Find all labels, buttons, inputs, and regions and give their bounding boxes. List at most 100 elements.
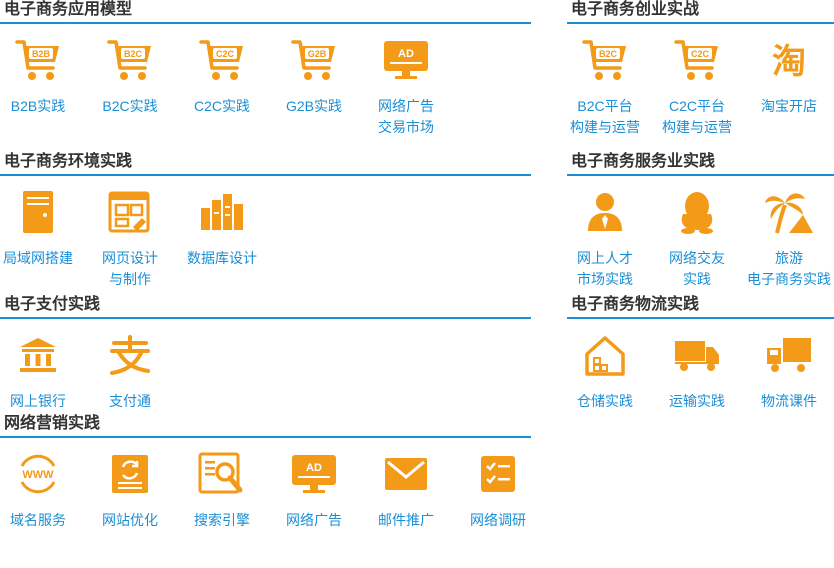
penguin-icon-graphic — [681, 192, 713, 234]
ad-monitor-icon: AD — [268, 448, 360, 500]
item-logistics-0[interactable]: 仓储实践 — [559, 329, 651, 412]
item-label: 网络交友 实践 — [669, 250, 725, 287]
webpage-design-icon — [84, 186, 176, 238]
svg-text:AD: AD — [398, 48, 414, 60]
item-label: 域名服务 — [10, 512, 66, 528]
survey-icon-graphic — [481, 456, 515, 492]
item-label: 网上银行 — [10, 393, 66, 409]
item-model-3[interactable]: G2B G2B实践 — [268, 34, 360, 117]
item-list: 网上人才 市场实践 网络交友 实践 旅游 电子商务实践 — [567, 176, 834, 306]
server-icon-graphic — [23, 191, 53, 233]
item-label: 搜索引擎 — [194, 512, 250, 528]
cart-b2c-icon-graphic: B2C — [107, 40, 151, 80]
item-marketing-3[interactable]: AD 网络广告 — [268, 448, 360, 531]
item-marketing-5[interactable]: 网络调研 — [452, 448, 544, 531]
svg-text:B2B: B2B — [32, 49, 51, 59]
server-icon — [0, 186, 84, 238]
item-label: 数据库设计 — [187, 250, 257, 266]
svg-text:C2C: C2C — [216, 49, 235, 59]
section-logistics: 电子商务物流实践 仓储实践 运输实践 物流课件 — [567, 295, 834, 449]
section-title: 电子商务环境实践 — [0, 152, 531, 176]
person-icon-graphic — [588, 193, 622, 231]
ad-monitor-icon: AD — [360, 34, 452, 86]
item-label: 淘宝开店 — [761, 98, 817, 114]
item-startup-2[interactable]: 淘 淘宝开店 — [743, 34, 834, 117]
ad-monitor-icon-graphic: AD — [384, 41, 428, 79]
warehouse-icon — [559, 329, 651, 381]
item-startup-0[interactable]: B2C B2C平台 构建与运营 — [559, 34, 651, 138]
delivery-truck-icon-graphic — [767, 338, 811, 372]
person-icon — [559, 186, 651, 238]
svg-text:WWW: WWW — [22, 469, 54, 481]
ad-monitor-icon-graphic: AD — [292, 455, 336, 493]
item-list: 局域网搭建 网页设计 与制作 数据库设计 — [0, 176, 531, 306]
bank-icon-graphic — [20, 338, 56, 372]
cart-b2c-icon: B2C — [559, 34, 651, 86]
cart-g2b-icon-graphic: G2B — [291, 40, 335, 80]
item-payment-1[interactable]: 支付通 — [84, 329, 176, 412]
item-label: 局域网搭建 — [3, 250, 73, 266]
item-service-1[interactable]: 网络交友 实践 — [651, 186, 743, 290]
item-model-0[interactable]: B2B B2B实践 — [0, 34, 84, 117]
item-label: 网络广告 — [286, 512, 342, 528]
warehouse-icon-graphic — [585, 336, 625, 376]
palm-tree-icon-graphic — [765, 193, 813, 234]
svg-text:AD: AD — [306, 462, 322, 474]
item-label: C2C平台 构建与运营 — [662, 98, 732, 135]
svg-text:B2C: B2C — [599, 49, 618, 59]
item-logistics-2[interactable]: 物流课件 — [743, 329, 834, 412]
item-model-1[interactable]: B2C B2C实践 — [84, 34, 176, 117]
svg-text:G2B: G2B — [308, 49, 327, 59]
section-payment: 电子支付实践 网上银行 支付通 — [0, 295, 531, 449]
mail-icon — [360, 448, 452, 500]
item-env-0[interactable]: 局域网搭建 — [0, 186, 84, 269]
item-label: 网页设计 与制作 — [102, 250, 158, 287]
item-startup-1[interactable]: C2C C2C平台 构建与运营 — [651, 34, 743, 138]
item-label: B2B实践 — [10, 98, 66, 114]
section-title: 电子商务创业实战 — [567, 0, 834, 24]
truck-icon — [651, 329, 743, 381]
www-icon: WWW — [0, 448, 84, 500]
section-title: 电子商务物流实践 — [567, 295, 834, 319]
item-label: 仓储实践 — [577, 393, 633, 409]
item-list: B2C B2C平台 构建与运营 C2C C2C平台 构建与运营 淘 淘宝开店 — [567, 24, 834, 154]
item-marketing-0[interactable]: WWW 域名服务 — [0, 448, 84, 531]
item-list: B2B B2B实践 B2C B2C实践 C2C C2C实践 G2B G2B实践 … — [0, 24, 531, 154]
item-env-2[interactable]: 数据库设计 — [176, 186, 268, 269]
item-env-1[interactable]: 网页设计 与制作 — [84, 186, 176, 290]
www-icon-graphic: WWW — [20, 454, 56, 494]
cart-c2c-icon: C2C — [651, 34, 743, 86]
item-label: B2C实践 — [102, 98, 158, 114]
item-logistics-1[interactable]: 运输实践 — [651, 329, 743, 412]
alipay-icon — [84, 329, 176, 381]
item-label: 网络调研 — [470, 512, 526, 528]
item-payment-0[interactable]: 网上银行 — [0, 329, 84, 412]
cart-b2b-icon-graphic: B2B — [15, 40, 59, 80]
penguin-icon — [651, 186, 743, 238]
webpage-design-icon-graphic — [108, 191, 150, 233]
item-list: 仓储实践 运输实践 物流课件 — [567, 319, 834, 449]
item-model-4[interactable]: AD 网络广告 交易市场 — [360, 34, 452, 138]
section-title: 电子支付实践 — [0, 295, 531, 319]
section-service: 电子商务服务业实践 网上人才 市场实践 网络交友 实践 旅游 电子商务实践 — [567, 152, 834, 306]
cart-c2c-icon: C2C — [176, 34, 268, 86]
site-optimize-icon-graphic — [112, 455, 148, 493]
database-bars-icon — [176, 186, 268, 238]
cart-g2b-icon: G2B — [268, 34, 360, 86]
database-bars-icon-graphic — [201, 194, 243, 230]
item-marketing-4[interactable]: 邮件推广 — [360, 448, 452, 531]
item-service-2[interactable]: 旅游 电子商务实践 — [743, 186, 834, 290]
search-engine-icon — [176, 448, 268, 500]
item-label: 网上人才 市场实践 — [577, 250, 633, 287]
item-model-2[interactable]: C2C C2C实践 — [176, 34, 268, 117]
item-service-0[interactable]: 网上人才 市场实践 — [559, 186, 651, 290]
item-label: 物流课件 — [761, 393, 817, 409]
bank-icon — [0, 329, 84, 381]
cart-b2c-icon-graphic: B2C — [582, 40, 626, 80]
item-label: 网络广告 交易市场 — [378, 98, 434, 135]
item-marketing-2[interactable]: 搜索引擎 — [176, 448, 268, 531]
cart-b2c-icon: B2C — [84, 34, 176, 86]
item-marketing-1[interactable]: 网站优化 — [84, 448, 176, 531]
item-label: 旅游 电子商务实践 — [747, 250, 831, 287]
